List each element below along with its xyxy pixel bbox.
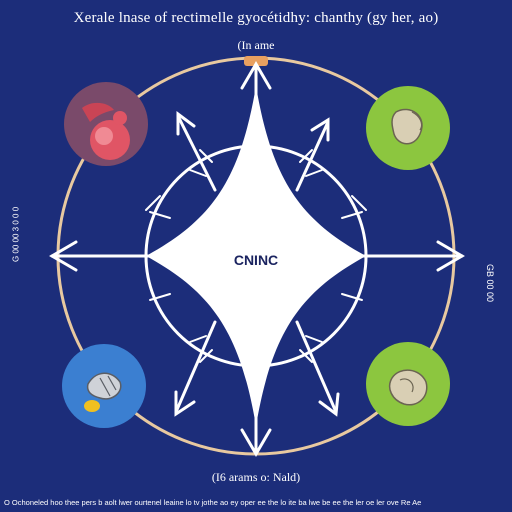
star-spikes xyxy=(145,149,367,363)
diagram-title: Xerale lnase of rectimelle gyocétidhy: c… xyxy=(73,10,439,26)
arrow-down-left xyxy=(174,320,217,414)
bone-organ-icon xyxy=(62,344,146,428)
left-side-text: G 00 00 3 0 0 0 xyxy=(11,206,21,262)
liver-organ-icon xyxy=(366,86,450,170)
arrow-up-left xyxy=(176,114,217,192)
gut-organ-icon xyxy=(366,342,450,426)
diagram-subtitle: (In ame xyxy=(237,38,275,52)
right-side-text: GB 00 00 xyxy=(485,264,495,303)
center-label: CNINC xyxy=(233,252,279,268)
bottom-label: (I6 arams o: Nald) xyxy=(211,470,301,484)
arrow-up-right xyxy=(295,120,330,192)
footer-text: O Ochoneled hoo thee pers b aolt lwer ou… xyxy=(4,498,422,507)
heart-organ-icon xyxy=(64,82,148,166)
ring-knob xyxy=(244,56,268,66)
arrow-down-right xyxy=(295,320,338,414)
